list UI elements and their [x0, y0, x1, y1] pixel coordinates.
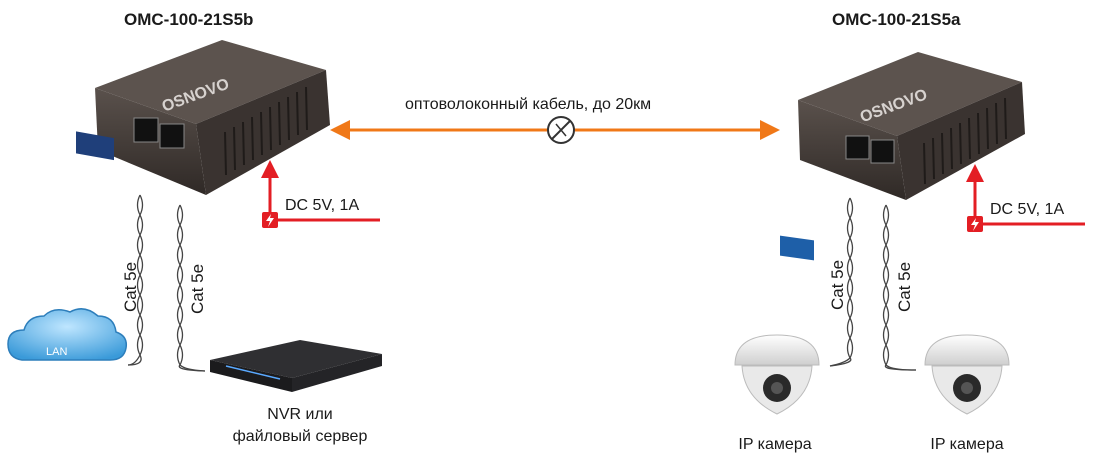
lan-label: LAN	[46, 346, 68, 358]
right-power-label: DC 5V, 1A	[990, 201, 1065, 218]
nvr-caption-line2: файловый сервер	[232, 428, 368, 445]
right-device-model: OMC-100-21S5a	[832, 10, 961, 29]
nvr-caption: NVR или файловый сервер	[205, 404, 395, 448]
nvr-caption-line1: NVR или	[267, 406, 333, 423]
camera1-caption: IP камера	[738, 436, 812, 453]
left-power-line	[261, 160, 380, 228]
fiber-coupler-icon	[547, 116, 575, 144]
nvr-device	[210, 340, 382, 392]
left-power-label: DC 5V, 1A	[285, 197, 360, 214]
left-media-converter	[76, 40, 330, 195]
twisted-cables	[127, 194, 917, 372]
cable-label-2: Cat 5e	[188, 263, 207, 314]
right-power-line	[966, 164, 1085, 232]
lan-cloud	[7, 308, 128, 361]
ip-camera-2	[924, 334, 1010, 415]
cable-label-4: Cat 5e	[895, 261, 914, 312]
cable-label-3: Cat 5e	[828, 259, 847, 310]
fiber-link-label: оптоволоконный кабель, до 20км	[405, 96, 652, 113]
cable-label-1: Cat 5e	[121, 261, 140, 312]
ip-camera-1	[734, 334, 820, 415]
camera2-caption: IP камера	[930, 436, 1004, 453]
left-device-model: OMC-100-21S5b	[124, 10, 254, 29]
right-media-converter	[780, 52, 1025, 261]
